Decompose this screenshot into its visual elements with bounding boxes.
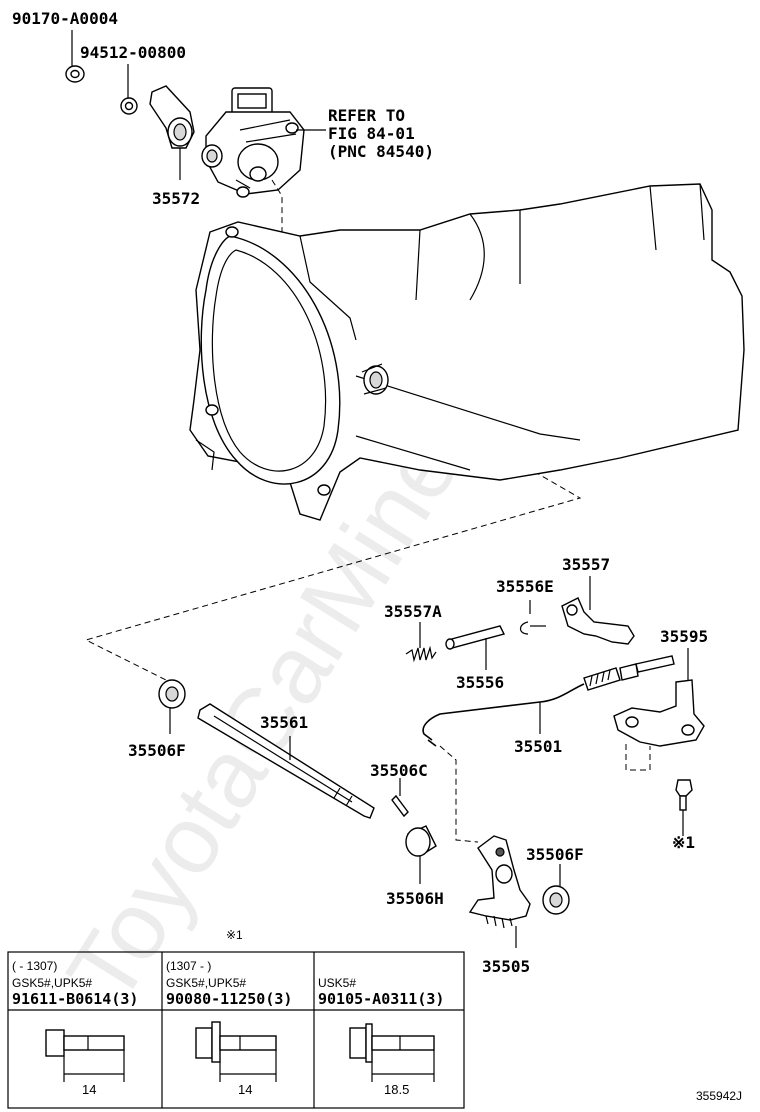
svg-text:GSK5#,UPK5#: GSK5#,UPK5# (166, 976, 246, 990)
callout-35572: 35572 (152, 189, 200, 208)
svg-text:( - 1307): ( - 1307) (12, 959, 57, 973)
callout-35506F-left: 35506F (128, 741, 186, 760)
svg-text:18.5: 18.5 (384, 1082, 409, 1097)
manual-lever-35505 (468, 835, 531, 948)
table-column-2: (1307 - ) GSK5#,UPK5# 90080-11250(3) 14 (166, 959, 292, 1097)
clip-35556E (519, 600, 546, 635)
cable-bracket-35595 (613, 648, 705, 771)
svg-text:90080-11250(3): 90080-11250(3) (166, 990, 292, 1008)
long-bolt-icon (349, 1023, 435, 1063)
bolt-icon (45, 1029, 125, 1057)
callout-35595: 35595 (660, 627, 708, 646)
oil-seal-35506F-right (542, 864, 570, 915)
svg-text:(1307 - ): (1307 - ) (166, 959, 211, 973)
svg-text:94512-00800: 94512-00800 (80, 43, 186, 62)
control-cable-35501 (422, 655, 675, 747)
svg-text:90105-A0311(3): 90105-A0311(3) (318, 990, 444, 1008)
svg-text:REFER TO: REFER TO (328, 106, 405, 125)
callout-94512: 94512-00800 (80, 43, 186, 98)
callout-35501: 35501 (514, 737, 562, 756)
svg-text:91611-B0614(3): 91611-B0614(3) (12, 990, 138, 1008)
svg-text:(PNC 84540): (PNC 84540) (328, 142, 434, 161)
svg-text:※1: ※1 (226, 928, 243, 942)
nut-90170 (65, 65, 85, 83)
callout-35506C: 35506C (370, 761, 428, 780)
manual-valve-shaft-35561 (197, 703, 375, 819)
callout-35557A: 35557A (384, 602, 442, 621)
table-column-3: USK5# 90105-A0311(3) 18.5 (318, 976, 444, 1097)
callout-35556E: 35556E (496, 577, 554, 596)
neutral-start-switch (201, 87, 305, 198)
spring-pin-35506C (391, 778, 409, 818)
callout-35557: 35557 (562, 555, 610, 574)
flange-bolt-icon (195, 1021, 277, 1063)
bracket-35572 (149, 85, 195, 180)
svg-text:USK5#: USK5# (318, 976, 356, 990)
svg-text:GSK5#,UPK5#: GSK5#,UPK5# (12, 976, 92, 990)
pin-35556 (445, 625, 506, 670)
callout-90170: 90170-A0004 (12, 9, 118, 66)
callout-35506F-right: 35506F (526, 845, 584, 864)
transmission-case (189, 183, 745, 521)
svg-text:90170-A0004: 90170-A0004 (12, 9, 118, 28)
svg-text:14: 14 (238, 1082, 252, 1097)
table-column-1: ( - 1307) GSK5#,UPK5# 91611-B0614(3) 14 (12, 959, 138, 1097)
callout-35505: 35505 (482, 957, 530, 976)
oil-seal-35506F-left (158, 679, 186, 734)
refer-note: REFER TO FIG 84-01 (PNC 84540) (296, 106, 434, 161)
bolt-note1 (675, 779, 693, 836)
spring-35557A (405, 622, 437, 663)
washer-94512 (120, 97, 138, 115)
callout-35556: 35556 (456, 673, 504, 692)
callout-35561: 35561 (260, 713, 308, 732)
svg-text:14: 14 (82, 1082, 96, 1097)
callout-35506H: 35506H (386, 889, 444, 908)
callout-bolt-note1: ※1 (672, 833, 695, 852)
collar-35506H (405, 825, 437, 884)
svg-text:FIG 84-01: FIG 84-01 (328, 124, 415, 143)
lever-35557 (561, 576, 635, 645)
figure-code: 355942J (696, 1089, 742, 1103)
bolt-variant-table: ※1 ( - 1307) GSK5#,UPK5# 91611-B0614(3) … (7, 928, 465, 1109)
